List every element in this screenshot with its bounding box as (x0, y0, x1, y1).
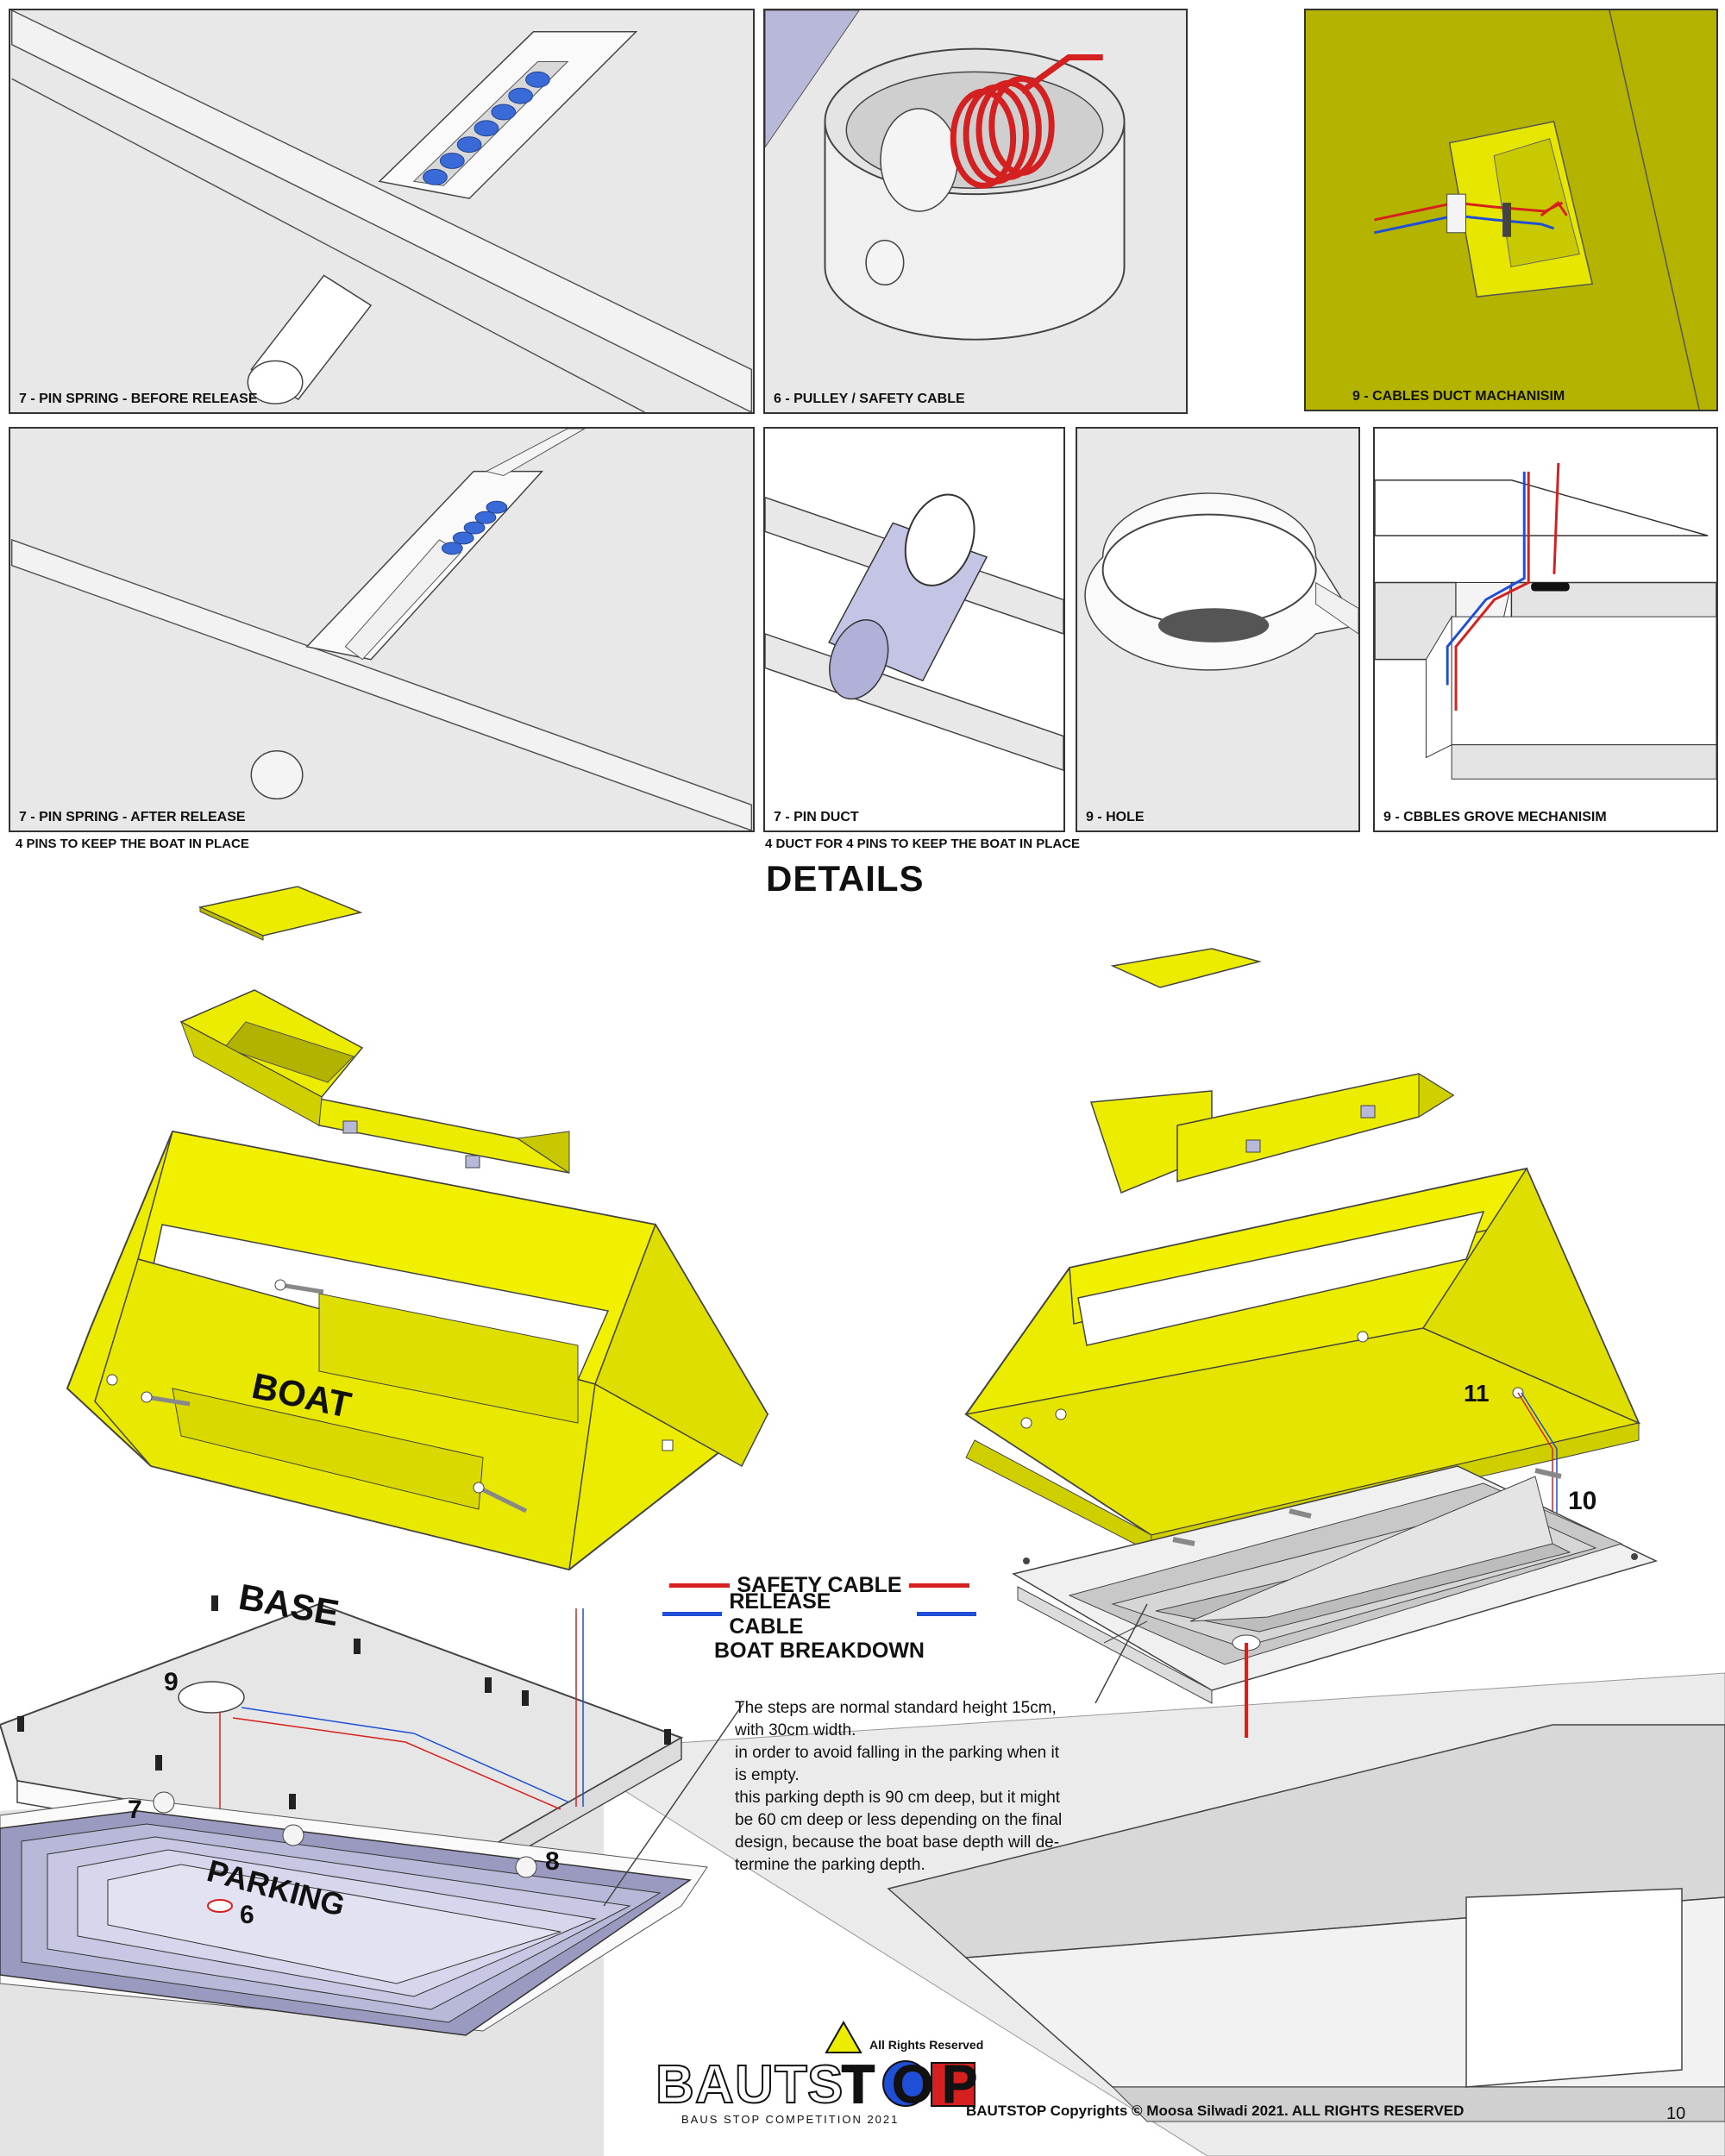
legend-safety-line-right (908, 1583, 969, 1588)
logo-letter-u: U (735, 2055, 774, 2115)
left-parking-pit (0, 1791, 708, 2036)
legend-title: BOAT BREAKDOWN (714, 1639, 925, 1663)
cables-duct-drawing (1374, 10, 1700, 410)
paragraph-line: design, because the boat base depth will… (735, 1833, 1060, 1852)
label-6: 6 (240, 1901, 254, 1929)
note-pins: 4 PINS TO KEEP THE BOAT IN PLACE (16, 837, 249, 851)
cables-groove-drawing (1375, 462, 1716, 780)
label-11: 11 (1464, 1380, 1490, 1407)
page-number: 10 (1666, 2104, 1686, 2123)
right-lid-channel (1089, 1073, 1455, 1194)
pin-duct-drawing (765, 493, 1063, 771)
bautstop-logo: B A U T S T O P All Rights Reserved BAUS… (655, 2020, 983, 2126)
left-lid-channel (179, 989, 570, 1174)
pin-spring-before-drawing (10, 10, 753, 412)
caption-cables-groove: 9 - CBBLES GROVE MECHANISIM (1383, 810, 1607, 824)
paragraph-line: is empty. (735, 1766, 800, 1784)
pulley-drawing (765, 10, 1126, 341)
logo-letter-o: O (892, 2055, 933, 2115)
label-8: 8 (545, 1847, 560, 1876)
pin-spring-after-drawing (10, 429, 753, 830)
detail-cables-duct: 9 - CABLES DUCT MACHANISIM (1304, 9, 1718, 411)
left-boat-body (66, 1130, 769, 1571)
logo-letter-s: S (807, 2055, 843, 2115)
left-lid-top (198, 886, 363, 941)
logo-letter-b: B (656, 2055, 694, 2115)
caption-pin-spring-after: 7 - PIN SPRING - AFTER RELEASE (19, 810, 246, 824)
legend-release-line-right (916, 1612, 976, 1616)
section-title: DETAILS (766, 858, 925, 899)
logo-subtitle: BAUS STOP COMPETITION 2021 (681, 2113, 899, 2126)
caption-pulley: 6 - PULLEY / SAFETY CABLE (774, 392, 965, 406)
right-boat-body (964, 1167, 1641, 1553)
label-7: 7 (128, 1796, 142, 1824)
legend-release: RELEASE CABLE (656, 1589, 983, 1639)
detail-pin-spring-after: 7 - PIN SPRING - AFTER RELEASE (9, 427, 755, 832)
cable-legend: SAFETY CABLE RELEASE CABLE BOAT BREAKDOW… (656, 1571, 983, 1665)
caption-pin-spring-before: 7 - PIN SPRING - BEFORE RELEASE (19, 392, 258, 406)
caption-pin-duct: 7 - PIN DUCT (774, 810, 859, 824)
detail-pin-spring-before: 7 - PIN SPRING - BEFORE RELEASE (9, 9, 755, 414)
logo-letter-t2: T (842, 2055, 875, 2115)
legend-safety: SAFETY CABLE (656, 1571, 983, 1600)
paragraph-line: in order to avoid falling in the parking… (735, 1744, 1060, 1762)
paragraph-line: this parking depth is 90 cm deep, but it… (735, 1789, 1061, 1807)
footer-copyright: BAUTSTOP Copyrights © Moosa Silwadi 2021… (966, 2103, 1465, 2119)
legend-release-line-left (662, 1612, 723, 1616)
paragraph-line: The steps are normal standard height 15c… (735, 1699, 1057, 1717)
hole-drawing (1084, 492, 1358, 671)
caption-hole: 9 - HOLE (1086, 810, 1145, 824)
logo-letter-t: T (775, 2055, 807, 2115)
caption-cables-duct: 9 - CABLES DUCT MACHANISIM (1352, 389, 1565, 404)
label-base: BASE (235, 1576, 342, 1634)
logo-rights: All Rights Reserved (869, 2038, 983, 2052)
note-ducts: 4 DUCT FOR 4 PINS TO KEEP THE BOAT IN PL… (765, 837, 1081, 851)
legend-safety-label: SAFETY CABLE (737, 1573, 902, 1597)
paragraph-line: termine the parking depth. (735, 1856, 925, 1874)
label-10: 10 (1568, 1487, 1596, 1515)
detail-pulley: 6 - PULLEY / SAFETY CABLE (763, 9, 1188, 414)
paragraph-line: be 60 cm deep or less depending on the f… (735, 1811, 1063, 1829)
detail-cables-groove: 9 - CBBLES GROVE MECHANISIM (1373, 427, 1718, 832)
detail-pin-duct: 7 - PIN DUCT (763, 427, 1065, 832)
legend-safety-line-left (669, 1583, 731, 1588)
detail-hole: 9 - HOLE (1076, 427, 1360, 832)
logo-letter-a: A (695, 2055, 734, 2115)
legend-release-label: RELEASE CABLE (729, 1589, 831, 1639)
right-lid-top (1110, 948, 1262, 988)
label-9-left: 9 (164, 1668, 179, 1696)
paragraph-line: with 30cm width. (735, 1721, 856, 1739)
logo-letter-p: P (942, 2055, 977, 2115)
right-base-underside (1012, 1465, 1659, 1738)
parking-description: The steps are normal standard height 15c… (735, 1697, 1106, 1877)
